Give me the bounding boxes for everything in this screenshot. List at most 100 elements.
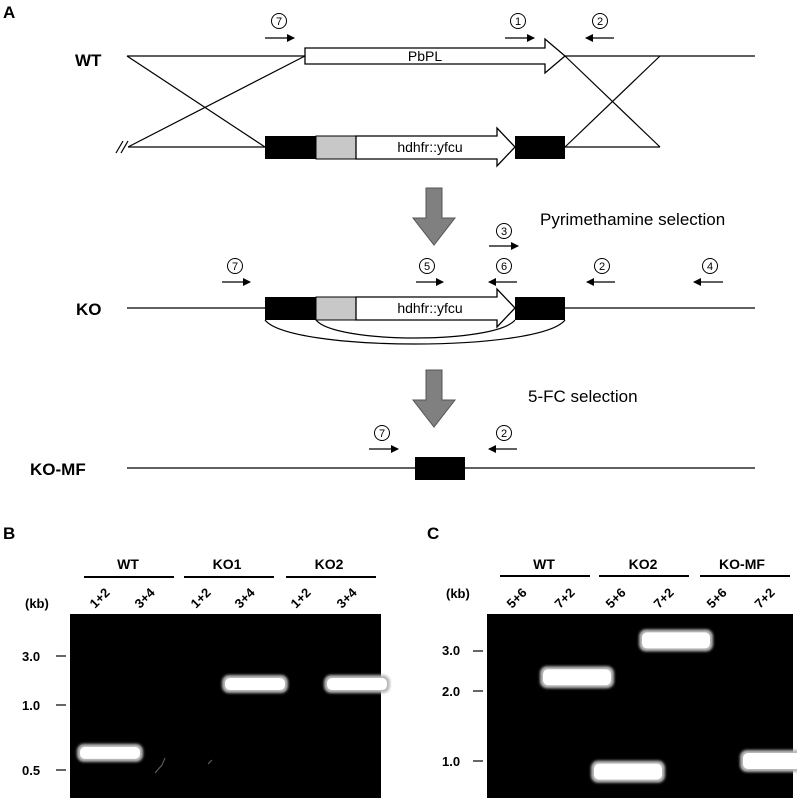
gel-b-lane-label-2: 3+4: [132, 584, 159, 611]
gel-b-size-markers: 3.0 1.0 0.5: [22, 649, 66, 778]
gel-c-band-3: [591, 760, 665, 783]
ko-cassette: [355, 287, 516, 329]
primer-2-number: 2: [597, 16, 603, 28]
primer-2-circle: [592, 13, 608, 29]
recombination-loop-outer: [264, 319, 566, 345]
mf-primer-7-number: 7: [379, 428, 385, 440]
ko-primer-2-number: 2: [599, 261, 605, 273]
selection-arrow-2: [411, 369, 457, 428]
gel-c-group-ko-mf: KO-MF: [719, 556, 765, 572]
gel-b-image: [70, 614, 381, 798]
crossover-line: [564, 55, 661, 148]
gel-b-lane-label-4: 3+4: [232, 584, 259, 611]
gel-b-lane-label-5: 1+2: [288, 585, 314, 611]
gel-b-group-ko1: KO1: [213, 556, 242, 572]
primer-7: 7: [265, 13, 295, 42]
ko-row-label: KO: [76, 300, 102, 319]
ko-primer-2: 2: [586, 258, 615, 286]
gel-b-marker-0.5: 0.5: [22, 763, 40, 778]
gel-b-group-wt: WT: [117, 556, 139, 572]
selection-arrow-1: [411, 187, 457, 246]
gel-b-bands: [77, 675, 390, 762]
ko-primer-6-number: 6: [501, 261, 507, 273]
panel-c: C (kb) WT KO2 KO-MF 5+6 7+2 5+6 7+2 5+6 7+2 3…: [427, 524, 797, 798]
primer-1-circle: [510, 13, 526, 29]
break-mark: [115, 140, 124, 154]
mf-primer-2-number: 2: [501, 428, 507, 440]
gel-c-group-wt: WT: [533, 556, 555, 572]
crossover-line: [126, 55, 266, 148]
recombination-loop-inner: [315, 319, 516, 339]
gel-c-marker-3.0: 3.0: [442, 643, 460, 658]
mf-primer-2: 2: [488, 425, 517, 453]
gel-c-band-4: [740, 750, 797, 772]
gel-b-marker-3.0: 3.0: [22, 649, 40, 664]
crossover-line: [127, 55, 306, 148]
ko-homology-arm-3: [515, 297, 565, 320]
gel-b-artifact: [207, 759, 213, 765]
gel-b-band-3: [324, 675, 390, 694]
primer-1-number: 1: [515, 16, 521, 28]
panel-b-letter: B: [3, 524, 15, 543]
gel-c-band-2: [639, 629, 713, 652]
gel-c-lane-label-3: 5+6: [603, 585, 629, 611]
ko-primer-3: 3: [489, 223, 519, 250]
primer-7-circle: [271, 13, 287, 29]
ko-primer-7-number: 7: [232, 261, 238, 273]
gel-c-bands: [540, 629, 797, 783]
gel-b-band-1: [77, 743, 143, 762]
gel-c-lane-labels: 5+6 7+2 5+6 7+2 5+6 7+2: [504, 585, 778, 611]
gel-b-band-2: [222, 675, 288, 694]
homology-arm-5: [265, 136, 316, 159]
gel-c-lane-label-6: 7+2: [752, 585, 778, 611]
gel-c-band-1: [540, 666, 614, 689]
5fc-selection-label: 5-FC selection: [528, 387, 638, 406]
panel-a: A WT PbPL hdhfr::yfcu 7 1: [3, 3, 755, 480]
break-mark: [120, 140, 129, 154]
ko-primer-5-number: 5: [424, 261, 430, 273]
ko-cassette-label: hdhfr::yfcu: [397, 300, 462, 316]
pyrimethamine-selection-label: Pyrimethamine selection: [540, 210, 725, 229]
primer-7-number: 7: [276, 16, 282, 28]
wt-row-label: WT: [75, 51, 102, 70]
gel-b-lane-labels: 1+2 3+4 1+2 3+4 1+2 3+4: [87, 584, 361, 611]
ko-mf-row-label: KO-MF: [30, 460, 86, 479]
gel-c-lane-label-2: 7+2: [552, 585, 578, 611]
panel-b: B (kb) WT KO1 KO2 1+2 3+4 1+2 3+4 1+2 3+4 3.0…: [3, 524, 390, 798]
homology-arm-3: [515, 136, 565, 159]
pbpl-gene-label: PbPL: [408, 48, 442, 64]
gel-b-lane-label-3: 1+2: [188, 585, 214, 611]
gel-c-lane-label-1: 5+6: [504, 585, 530, 611]
gel-b-lane-label-6: 3+4: [334, 584, 361, 611]
ko-primer-4: 4: [693, 258, 723, 286]
gel-c-lane-label-5: 5+6: [704, 585, 730, 611]
ko-primer-5: 5: [416, 258, 444, 286]
gel-b-marker-1.0: 1.0: [22, 698, 40, 713]
primer-2: 2: [585, 13, 614, 42]
pbpl-gene-arrow: [304, 37, 567, 75]
gel-c-lane-label-4: 7+2: [651, 585, 677, 611]
ko-promoter-box: [315, 296, 357, 321]
gel-c-marker-1.0: 1.0: [442, 754, 460, 769]
gel-c-marker-2.0: 2.0: [442, 684, 460, 699]
panel-c-letter: C: [427, 524, 439, 543]
primer-1: 1: [505, 13, 535, 42]
gel-b-group-ko2: KO2: [315, 556, 344, 572]
gel-b-lane-label-1: 1+2: [87, 585, 113, 611]
gel-b-artifact: [154, 757, 166, 774]
cassette-label: hdhfr::yfcu: [397, 139, 462, 155]
promoter-box: [315, 135, 357, 160]
ko-homology-arm-5: [265, 297, 316, 320]
ko-primer-6: 6: [488, 258, 517, 286]
ko-primer-3-number: 3: [501, 226, 507, 238]
mf-primer-7: 7: [369, 425, 399, 453]
hdhfr-yfcu-cassette: [355, 126, 516, 168]
gel-c-size-markers: 3.0 2.0 1.0: [442, 643, 483, 769]
ko-primer-7: 7: [222, 258, 251, 286]
gel-c-kb-label: (kb): [446, 586, 470, 601]
ko-mf-remaining-arm: [415, 457, 465, 480]
gel-c-group-ko2: KO2: [629, 556, 658, 572]
ko-primer-4-number: 4: [707, 261, 713, 273]
gel-b-kb-label: (kb): [25, 596, 49, 611]
